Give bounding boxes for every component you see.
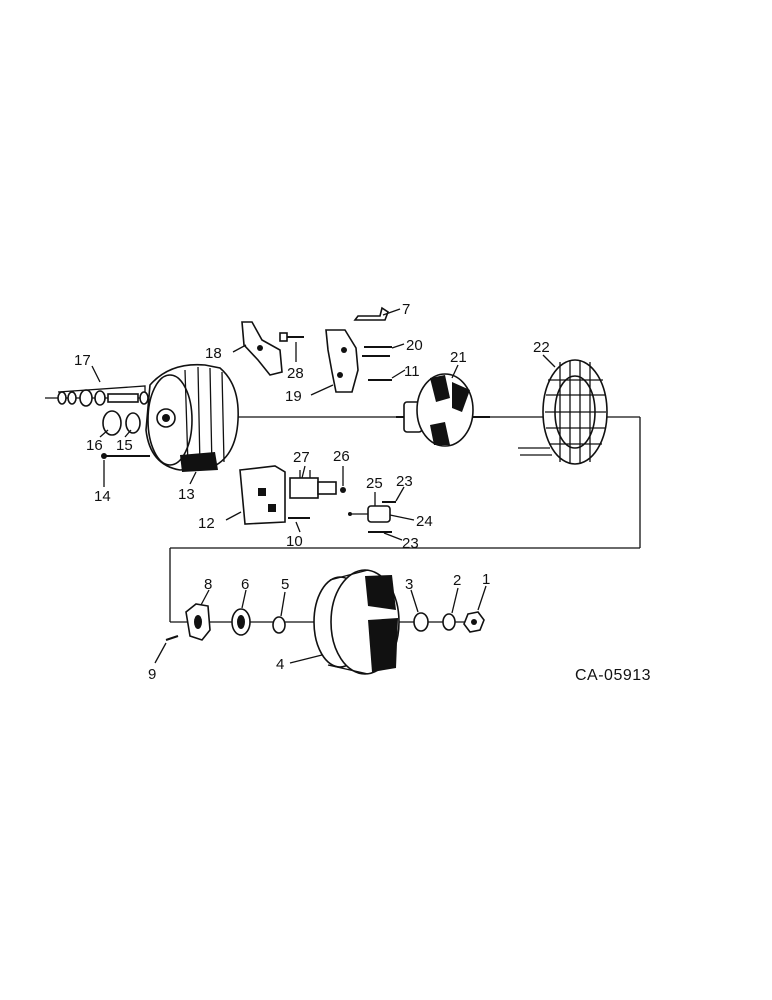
callout-20: 20 bbox=[406, 337, 423, 354]
part-12-rectifier bbox=[239, 465, 286, 525]
callout-21: 21 bbox=[450, 349, 467, 366]
part-3-spacer bbox=[413, 612, 429, 632]
callout-11: 11 bbox=[404, 363, 420, 380]
callout-19: 19 bbox=[285, 388, 302, 405]
callout-22: 22 bbox=[533, 339, 550, 356]
callout-23-top: 23 bbox=[396, 473, 413, 490]
callout-15: 15 bbox=[116, 437, 133, 454]
callout-5: 5 bbox=[281, 576, 289, 593]
callout-9: 9 bbox=[148, 666, 156, 683]
part-18-bracket bbox=[241, 321, 283, 376]
callout-16: 16 bbox=[86, 437, 103, 454]
part-2-washer bbox=[442, 613, 456, 631]
part-22-stator bbox=[518, 359, 608, 465]
callout-3: 3 bbox=[405, 576, 413, 593]
callout-28: 28 bbox=[287, 365, 304, 382]
diagram-code: CA-05913 bbox=[575, 667, 651, 684]
part-17-bolt-stack bbox=[57, 385, 149, 407]
part-15-16-washers bbox=[102, 410, 141, 436]
callout-6: 6 bbox=[241, 576, 249, 593]
callout-14: 14 bbox=[94, 488, 111, 505]
callout-23-bottom: 23 bbox=[402, 535, 419, 552]
part-21-rotor bbox=[396, 373, 490, 447]
part-20-screws bbox=[362, 346, 392, 357]
callout-1: 1 bbox=[482, 571, 490, 588]
callout-7: 7 bbox=[402, 301, 410, 318]
part-14-screw bbox=[101, 453, 150, 459]
part-25-regulator bbox=[348, 505, 391, 523]
callout-25: 25 bbox=[366, 475, 383, 492]
callout-24: 24 bbox=[416, 513, 433, 530]
callout-4: 4 bbox=[276, 656, 284, 673]
part-27-diode-trio bbox=[289, 470, 337, 499]
callout-26: 26 bbox=[333, 448, 350, 465]
part-28-bolt bbox=[279, 332, 304, 342]
part-19-bracket bbox=[325, 329, 359, 393]
callout-13: 13 bbox=[178, 486, 195, 503]
part-1-nut bbox=[463, 611, 485, 633]
leader-lines bbox=[91, 308, 556, 664]
part-6-bearing bbox=[231, 608, 251, 636]
callout-labels: 17 18 28 19 7 20 11 21 22 16 15 14 13 12… bbox=[74, 301, 550, 683]
callout-12: 12 bbox=[198, 515, 215, 532]
callout-2: 2 bbox=[453, 572, 461, 589]
callout-17: 17 bbox=[74, 352, 91, 369]
part-8-retainer bbox=[185, 603, 211, 641]
part-9-screw bbox=[165, 635, 179, 641]
part-26-nut bbox=[340, 487, 346, 493]
callout-10: 10 bbox=[286, 533, 303, 550]
part-5-spacer bbox=[272, 616, 286, 634]
callout-8: 8 bbox=[204, 576, 212, 593]
part-23-screws bbox=[368, 501, 396, 533]
part-7-clip bbox=[353, 306, 389, 321]
callout-27: 27 bbox=[293, 449, 310, 466]
part-13-end-housing bbox=[145, 363, 239, 472]
part-4-drive-end-frame bbox=[313, 569, 400, 675]
callout-18: 18 bbox=[205, 345, 222, 362]
